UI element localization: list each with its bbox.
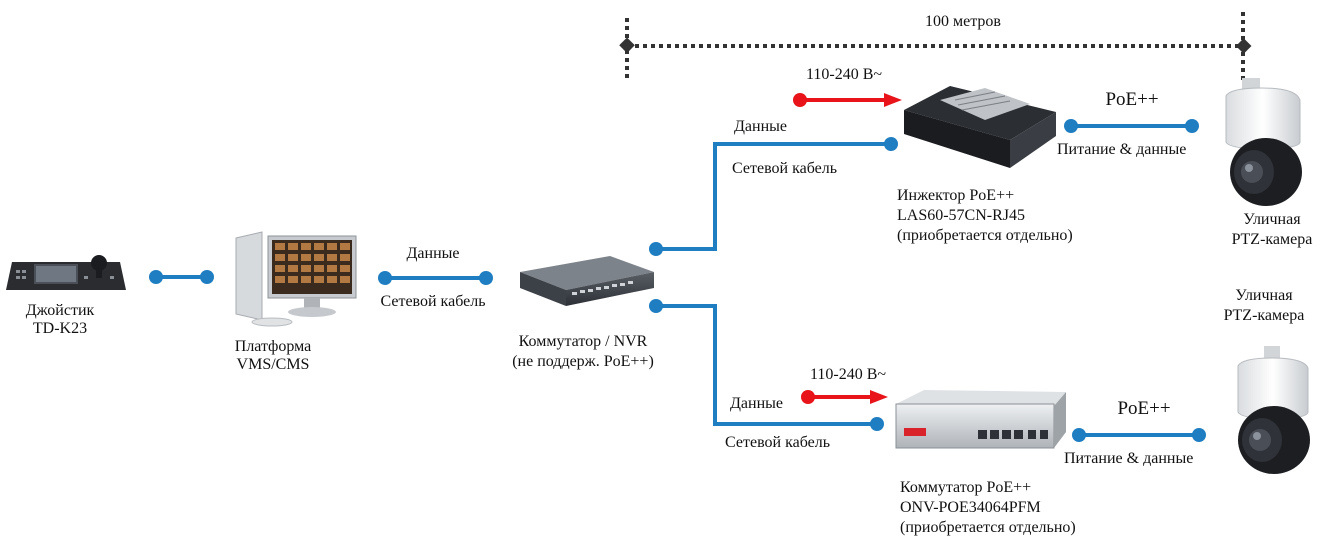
network-switch-icon bbox=[520, 256, 654, 306]
bottom-poe-label: PoE++ bbox=[1117, 398, 1171, 419]
cable-endpoints bbox=[149, 119, 1206, 442]
top-cable-label: Сетевой кабель bbox=[732, 160, 838, 177]
top-poe-label: PoE++ bbox=[1105, 89, 1159, 110]
network-cables bbox=[156, 124, 1199, 437]
bottom-data-label: Данные bbox=[730, 395, 783, 412]
poe-injector-icon bbox=[904, 86, 1056, 168]
poe-switch-name: Коммутатор PoE++ bbox=[900, 479, 1032, 496]
joystick-model: TD-K23 bbox=[32, 320, 88, 337]
injector-model: LAS60-57CN-RJ45 bbox=[897, 207, 1026, 224]
top-power-label: 110-240 В~ bbox=[806, 66, 883, 83]
top-poe-sub: Питание & данные bbox=[1057, 141, 1187, 158]
cable-switch-poe-switch bbox=[656, 304, 877, 426]
bottom-camera-model: PTZ-камера bbox=[1223, 307, 1305, 324]
top-camera-model: PTZ-камера bbox=[1231, 231, 1313, 248]
distance-label: 100 метров bbox=[925, 13, 1001, 30]
platform-model: VMS/CMS bbox=[236, 356, 310, 373]
bottom-poe-sub: Питание & данные bbox=[1064, 450, 1194, 467]
switch-nvr-name: Коммутатор / NVR bbox=[518, 333, 648, 350]
poe-switch-model: ONV-POE34064PFM bbox=[900, 499, 1041, 516]
top-camera-name: Уличная bbox=[1243, 211, 1301, 228]
platform-name: Платформа bbox=[234, 338, 312, 355]
bottom-camera-name: Уличная bbox=[1235, 287, 1293, 304]
injector-name: Инжектор PoE++ bbox=[897, 187, 1015, 204]
bottom-power-label: 110-240 В~ bbox=[810, 366, 887, 383]
power-arrow-top bbox=[793, 93, 902, 107]
poe-switch-icon bbox=[895, 390, 1066, 449]
bottom-cable-label: Сетевой кабель bbox=[725, 434, 831, 451]
switch-nvr-note: (не поддерж. PoE++) bbox=[512, 353, 654, 370]
ptz-camera-icon bbox=[1237, 346, 1310, 474]
power-arrow-bottom bbox=[801, 390, 888, 404]
pc-monitor-icon bbox=[235, 231, 357, 327]
ptz-camera-icon bbox=[1225, 78, 1302, 206]
cable-switch-injector bbox=[656, 142, 891, 251]
poe-switch-note: (приобретается отдельно) bbox=[900, 519, 1076, 536]
joystick-name: Джойстик bbox=[25, 302, 95, 319]
top-data-label: Данные bbox=[734, 118, 787, 135]
joystick-icon bbox=[6, 255, 126, 290]
injector-note: (приобретается отдельно) bbox=[897, 227, 1073, 244]
link-cable-label: Сетевой кабель bbox=[380, 293, 486, 310]
link-data-label: Данные bbox=[406, 245, 460, 262]
